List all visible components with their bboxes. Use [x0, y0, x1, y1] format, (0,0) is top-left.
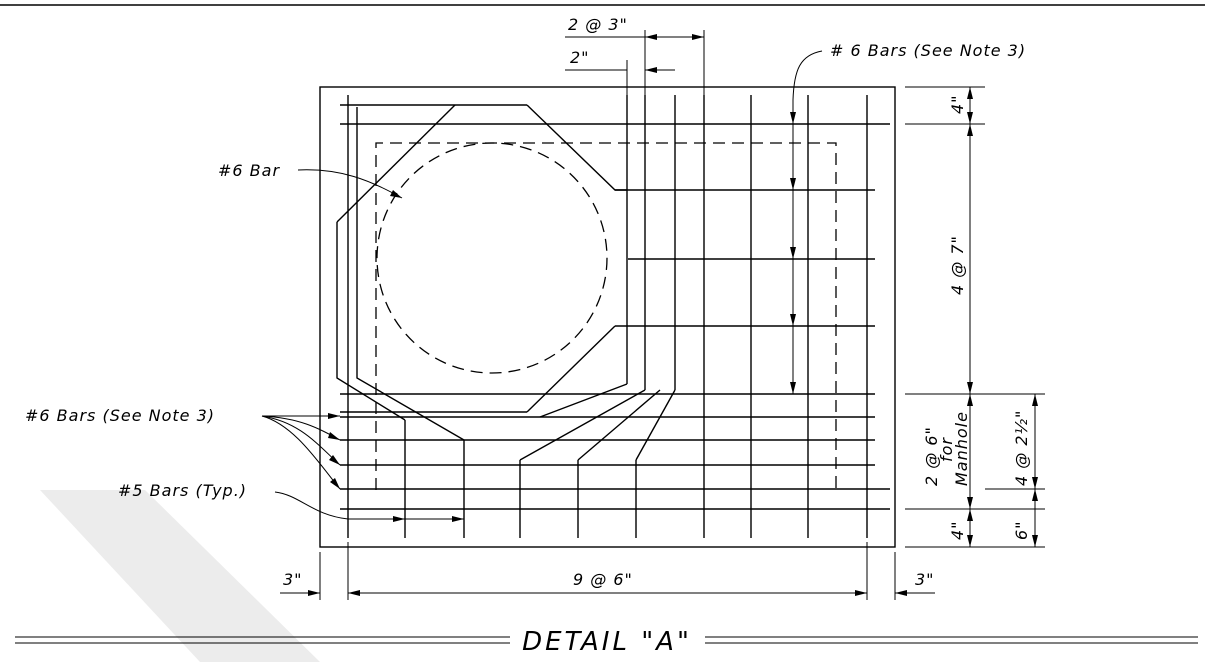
- dim-2at6: 2 @ 6": [922, 426, 941, 486]
- dim-right-3: 3": [915, 570, 935, 589]
- dim-4at2half: 4 @ 2½": [1012, 410, 1031, 486]
- note-bars-6-left: #6 Bars (See Note 3): [25, 406, 215, 425]
- bar-6-label: #6 Bar: [218, 161, 280, 180]
- manhole-circle: [376, 142, 608, 374]
- top-dim-2in: 2": [570, 48, 590, 67]
- dashed-opening-outline: [375, 142, 837, 490]
- horizontal-bars: [340, 104, 890, 510]
- note-bars-6-top: # 6 Bars (See Note 3): [830, 41, 1026, 60]
- watermark-band: [40, 490, 320, 662]
- dim-right-top-4: 4": [948, 94, 967, 114]
- title-rule: [15, 636, 1198, 644]
- dim-manhole: Manhole: [952, 411, 971, 486]
- note-bars-6-left-leaders: [261, 413, 341, 490]
- bars-5-leader: [274, 491, 464, 522]
- dim-for: for: [937, 437, 956, 462]
- top-dimensions: [565, 30, 705, 100]
- vertical-bars: [347, 95, 868, 538]
- bars-5-label: #5 Bars (Typ.): [118, 481, 247, 500]
- detail-title: DETAIL "A": [522, 627, 692, 657]
- note-bars-6-leader: [790, 50, 823, 394]
- dim-right-bottom-4: 4": [948, 520, 967, 540]
- slab-outline: [319, 86, 896, 548]
- dim-6: 6": [1012, 520, 1031, 540]
- right-dimensions: [905, 86, 1045, 548]
- bent-trim-bars: [336, 104, 676, 461]
- bottom-dimensions: [280, 542, 935, 600]
- bar-6-leader: [297, 169, 403, 199]
- dim-left-3: 3": [283, 570, 303, 589]
- top-dim-2at3: 2 @ 3": [568, 15, 628, 34]
- dim-bottom-9at6: 9 @ 6": [573, 570, 633, 589]
- dim-right-4at7: 4 @ 7": [948, 235, 967, 295]
